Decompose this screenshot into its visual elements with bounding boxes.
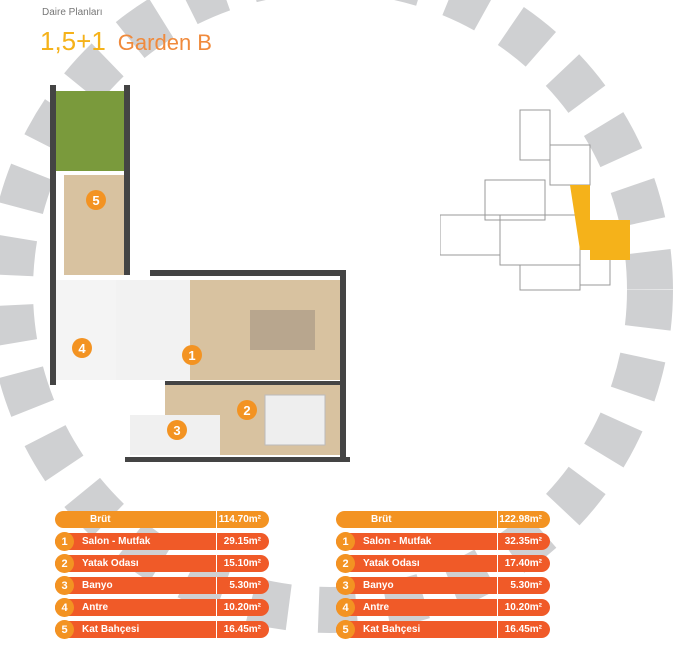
room-number-3: 3 [173,423,180,438]
room-number-1: 1 [188,348,195,363]
key-plan [440,109,630,291]
floor-plan: 1 2 3 4 5 [50,85,350,462]
page-title: 1,5+1 Garden B [40,26,212,57]
section-subtitle: Daire Planları [42,7,103,18]
room-number-2: 2 [243,403,250,418]
highlighted-unit [570,185,630,260]
room-number-5: 5 [92,193,99,208]
terrace-deck [64,175,124,275]
unit-type: 1,5+1 [40,26,106,56]
garden-grass [56,91,130,171]
unit-name: Garden B [117,30,212,55]
room-number-4: 4 [78,341,86,356]
